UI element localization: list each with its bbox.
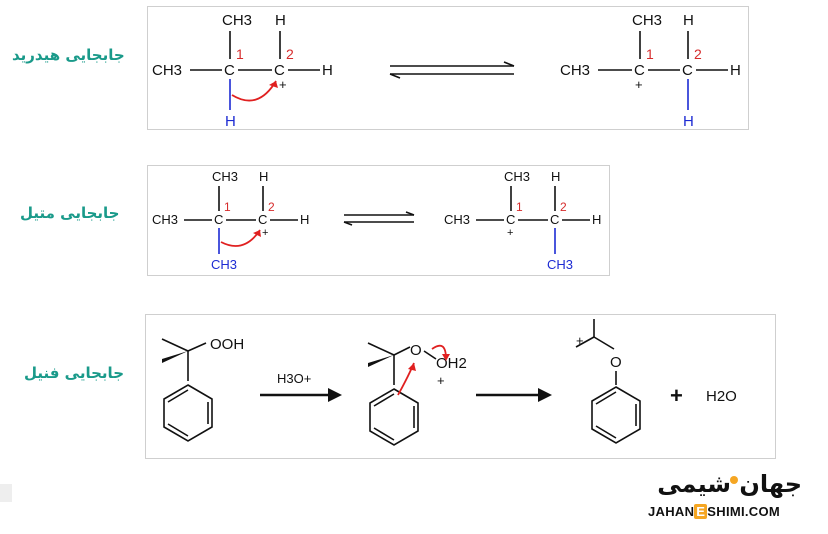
c2-atom: C: [274, 62, 285, 79]
product-c2-atom: C: [682, 62, 693, 79]
m-product-c1-top-ch3: CH3: [504, 169, 530, 184]
product-c1-atom: C: [634, 62, 645, 79]
m-product-c2-atom: C: [550, 212, 559, 227]
plus-sign: +: [670, 383, 683, 408]
c2-right-h: H: [322, 62, 333, 79]
product-benzene-ring: [591, 386, 641, 444]
methyl-shift-arrow: [220, 229, 261, 247]
logo-en-right: SHIMI.COM: [707, 504, 781, 519]
m-product-c2-top-h: H: [551, 169, 560, 184]
logo-en-e: E: [694, 504, 708, 519]
product-c1-charge: +: [635, 77, 643, 92]
water-byproduct: H2O: [706, 388, 737, 405]
product-c2-top-h: H: [683, 12, 694, 29]
methyl-shift-scheme: CH3 C CH3 1 C H 2 + H CH3 CH3 C CH3 1 + …: [152, 169, 601, 272]
product-left-ch3: CH3: [560, 62, 590, 79]
c1-atom: C: [224, 62, 235, 79]
logo-dot: [730, 476, 738, 484]
migrating-hydride: H: [225, 113, 236, 129]
product-oxygen: O: [610, 354, 622, 371]
intermediate-benzene-ring: [369, 388, 419, 446]
logo-persian-wordmark: جهان شیمی: [657, 470, 802, 498]
m-c2-top-h: H: [259, 169, 268, 184]
m-c2-atom: C: [258, 212, 267, 227]
reactant-benzene-ring: [163, 384, 213, 442]
phenyl-shift-panel: OOH H3O+ O OH2 + + O: [145, 314, 776, 459]
hydride-shift-panel: CH3 C CH3 1 C H 2 + H H CH3 C CH3 1 + C …: [147, 6, 749, 130]
migrating-methyl: CH3: [211, 257, 237, 272]
product-c2-number: 2: [694, 46, 702, 62]
m-c1-atom: C: [214, 212, 223, 227]
migrated-methyl: CH3: [547, 257, 573, 272]
acid-reagent: H3O+: [277, 371, 311, 386]
page-edge-tab: [0, 484, 12, 502]
m-left-ch3-group: CH3: [152, 212, 178, 227]
m-product-c2-right-h: H: [592, 212, 601, 227]
product-c2-right-h: H: [730, 62, 741, 79]
hydride-shift-arrow: [231, 80, 277, 102]
hydride-shift-scheme: CH3 C CH3 1 C H 2 + H H CH3 C CH3 1 + C …: [152, 12, 741, 129]
m-product-left-ch3: CH3: [444, 212, 470, 227]
product-c1-number: 1: [646, 46, 654, 62]
hydroperoxide-group: OOH: [210, 336, 244, 353]
intermediate-charge: +: [437, 373, 445, 388]
m-product-c1-atom: C: [506, 212, 515, 227]
left-ch3-group: CH3: [152, 62, 182, 79]
logo-en-left: JAHAN: [648, 504, 695, 519]
intermediate-oxygen: O: [410, 342, 422, 359]
m-product-c1-charge: +: [507, 227, 513, 239]
label-methyl-shift: جابجایی متیل: [20, 204, 120, 222]
m-product-c1-number: 1: [516, 200, 523, 214]
c1-number: 1: [236, 46, 244, 62]
intermediate-oh2: OH2: [436, 355, 467, 372]
m-c2-right-h: H: [300, 212, 309, 227]
c2-charge: +: [279, 77, 287, 92]
m-c1-top-ch3: CH3: [212, 169, 238, 184]
methyl-shift-panel: CH3 C CH3 1 C H 2 + H CH3 CH3 C CH3 1 + …: [147, 165, 610, 276]
m-c2-charge: +: [262, 227, 268, 239]
label-phenyl-shift: جابجایی فنیل: [24, 364, 125, 382]
m-c2-number: 2: [268, 200, 275, 214]
label-hydride-shift: جابجایی هیدرید: [12, 46, 125, 64]
c2-top-h: H: [275, 12, 286, 29]
product-charge: +: [576, 333, 584, 348]
c2-number: 2: [286, 46, 294, 62]
product-c1-top-ch3: CH3: [632, 12, 662, 29]
m-c1-number: 1: [224, 200, 231, 214]
m-product-c2-number: 2: [560, 200, 567, 214]
c1-top-ch3: CH3: [222, 12, 252, 29]
product-migrated-hydride: H: [683, 113, 694, 129]
phenyl-shift-scheme: OOH H3O+ O OH2 + + O: [161, 319, 737, 446]
